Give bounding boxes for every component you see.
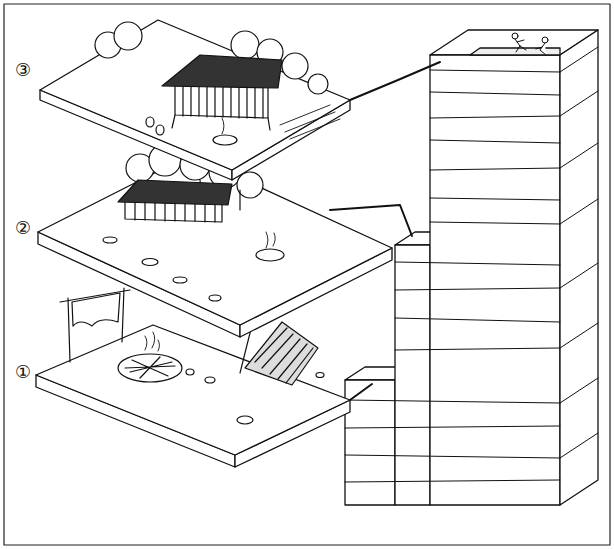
layer-number: ② [14, 218, 32, 238]
layer-number: ① [14, 362, 32, 382]
layer-number: ③ [14, 60, 32, 80]
